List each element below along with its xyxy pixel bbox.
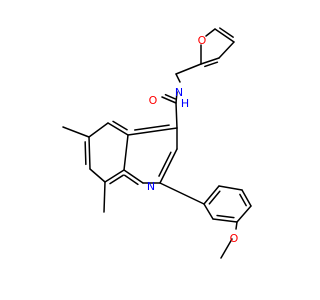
bond-c4-camide bbox=[175, 102, 178, 129]
bond-c8-c8a bbox=[104, 169, 125, 183]
bond-c4a-c4 bbox=[127, 127, 178, 136]
bond-phenyl-o bbox=[235, 221, 238, 230]
bond-c5-c6 bbox=[88, 122, 109, 138]
atom-n-amide: N bbox=[175, 86, 183, 99]
bond-c-n bbox=[175, 91, 178, 104]
bond-p2-p3-inner bbox=[216, 214, 235, 219]
bond-c6-methyl bbox=[62, 126, 90, 138]
bond-c7-c8 bbox=[89, 168, 106, 183]
bond-c8-c8a-inner bbox=[109, 174, 125, 185]
atom-n-ring: N bbox=[147, 180, 155, 193]
bond-c2-phenyl bbox=[159, 182, 205, 205]
bond-p5-p6 bbox=[218, 185, 243, 191]
bond-f2-f3 bbox=[200, 57, 220, 65]
bond-p4-p5-inner bbox=[239, 193, 247, 207]
atom-o-furan: O bbox=[198, 34, 207, 47]
bond-n-ch2 bbox=[175, 73, 181, 83]
bond-c8a-c4a bbox=[123, 134, 129, 171]
bond-c4a-c4-inner bbox=[134, 124, 170, 131]
bond-c4a-c5-inner bbox=[112, 120, 128, 131]
bond-p4-p5 bbox=[241, 189, 252, 207]
bond-f5-o bbox=[205, 28, 216, 37]
bond-n1-c8a bbox=[123, 169, 144, 184]
bond-n1-c8a-inner bbox=[123, 174, 139, 186]
bond-f2-f3-inner bbox=[204, 61, 219, 68]
bond-f4-f5 bbox=[214, 28, 235, 43]
bond-f3-f4 bbox=[218, 41, 235, 59]
bond-o-methyl bbox=[220, 238, 233, 259]
bond-c-o bbox=[161, 96, 177, 104]
bond-c6-c7-inner bbox=[84, 141, 87, 166]
bond-c6-c7 bbox=[88, 136, 91, 170]
bond-c3-c2 bbox=[159, 148, 178, 184]
atom-o-carbonyl: O bbox=[149, 94, 158, 107]
bond-p6-p1-inner bbox=[208, 190, 221, 205]
bond-p2-p3 bbox=[212, 218, 238, 223]
bond-p1-p2 bbox=[203, 203, 214, 220]
bond-layer bbox=[62, 27, 252, 259]
bond-c4a-c5 bbox=[107, 122, 129, 136]
bond-f4-f5-inner bbox=[219, 27, 234, 38]
bond-c8-methyl bbox=[103, 181, 106, 213]
atom-h-amide: H bbox=[181, 97, 189, 110]
bond-c-o-inner bbox=[164, 93, 177, 100]
atom-o-methoxy: O bbox=[230, 232, 239, 245]
bond-ch2-furan bbox=[175, 63, 202, 75]
bond-p6-p1 bbox=[203, 185, 220, 205]
bond-p3-p4 bbox=[236, 205, 252, 223]
bond-c3-c2-inner bbox=[158, 151, 172, 177]
